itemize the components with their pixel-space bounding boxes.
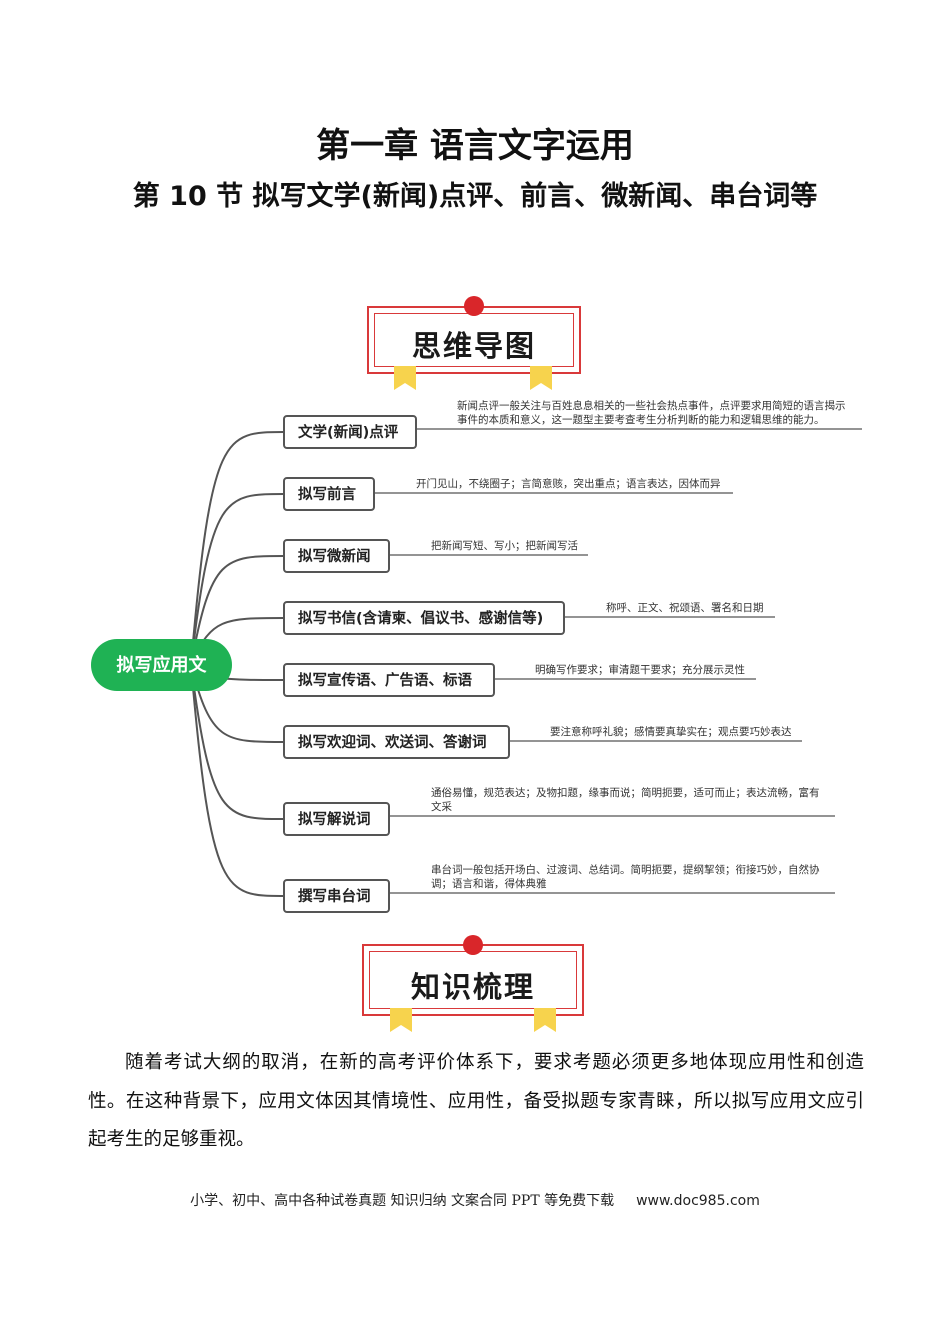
branch-node: 拟写解说词 通俗易懂，规范表达；及物扣题，缘事而说；简明扼要，适可而止；表达流畅，… (283, 786, 835, 836)
red-dot-icon (463, 935, 483, 955)
branch-description: 串台词一般包括开场白、过渡词、总结词。简明扼要，提纲挈领；衔接巧妙，自然协 (431, 863, 820, 876)
branch-connector (190, 493, 285, 666)
footer-text: 小学、初中、高中各种试卷真题 知识归纳 文案合同 PPT 等免费下载 (190, 1193, 615, 1209)
branch-description: 文采 (431, 800, 452, 813)
root-node-label: 拟写应用文 (117, 654, 208, 676)
branch-node: 拟写欢迎词、欢送词、答谢词 要注意称呼礼貌；感情要真挚实在；观点要巧妙表达 (283, 725, 802, 759)
section-title: 第 10 节 拟写文学(新闻)点评、前言、微新闻、串台词等 (132, 181, 818, 212)
branch-label: 拟写宣传语、广告语、标语 (298, 671, 472, 689)
ribbon-left-icon (394, 366, 416, 390)
branch-description: 要注意称呼礼貌；感情要真挚实在；观点要巧妙表达 (550, 725, 792, 738)
branch-description: 把新闻写短、写小；把新闻写活 (431, 539, 578, 552)
ribbon-left-icon (390, 1008, 412, 1032)
red-dot-icon (464, 296, 484, 316)
branch-connector (190, 431, 285, 666)
branch-connector (190, 555, 285, 666)
branch-label: 拟写前言 (298, 485, 356, 503)
branch-description: 事件的本质和意义，这一题型主要考查考生分析判断的能力和逻辑思维的能力。 (457, 413, 825, 426)
branch-node: 拟写微新闻 把新闻写短、写小；把新闻写活 (283, 539, 588, 573)
branch-description: 调；语言和谐，得体典雅 (431, 877, 547, 890)
chapter-title: 第一章 语言文字运用 (316, 126, 634, 166)
branch-description: 开门见山，不绕圈子；言简意赅，突出重点；语言表达，因体而异 (416, 477, 721, 490)
knowledge-banner: 知识梳理 (362, 933, 584, 1033)
branch-node: 拟写宣传语、广告语、标语 明确写作要求；审清题干要求；充分展示灵性 (283, 663, 756, 697)
page-footer: 小学、初中、高中各种试卷真题 知识归纳 文案合同 PPT 等免费下载 www.do… (0, 1190, 950, 1210)
footer-url[interactable]: www.doc985.com (636, 1193, 760, 1209)
branch-description: 明确写作要求；审清题干要求；充分展示灵性 (535, 663, 745, 676)
knowledge-banner-label: 知识梳理 (410, 970, 535, 1004)
branch-label: 拟写解说词 (298, 810, 371, 828)
branch-label: 撰写串台词 (298, 887, 371, 905)
branch-connector (190, 664, 285, 820)
branch-label: 拟写微新闻 (298, 547, 371, 565)
branch-label: 拟写书信(含请柬、倡议书、感谢信等) (298, 609, 543, 627)
root-node: 拟写应用文 (91, 639, 232, 691)
mindmap-banner: 思维导图 (367, 296, 581, 391)
branch-label: 拟写欢迎词、欢送词、答谢词 (298, 733, 487, 751)
branch-connector (190, 664, 285, 897)
intro-paragraph: 随着考试大纲的取消，在新的高考评价体系下，要求考题必须更多地体现应用性和创造性。… (88, 1052, 864, 1150)
branch-node: 撰写串台词 串台词一般包括开场白、过渡词、总结词。简明扼要，提纲挈领；衔接巧妙，自… (283, 863, 835, 913)
branch-node: 文学(新闻)点评 新闻点评一般关注与百姓息息相关的一些社会热点事件，点评要求用简短… (283, 399, 862, 449)
branch-node: 拟写前言 开门见山，不绕圈子；言简意赅，突出重点；语言表达，因体而异 (283, 477, 733, 511)
mindmap-banner-label: 思维导图 (411, 329, 536, 363)
branch-node: 拟写书信(含请柬、倡议书、感谢信等) 称呼、正文、祝颂语、署名和日期 (283, 601, 775, 635)
branch-label: 文学(新闻)点评 (298, 423, 399, 441)
ribbon-right-icon (534, 1008, 556, 1032)
ribbon-right-icon (530, 366, 552, 390)
branch-description: 新闻点评一般关注与百姓息息相关的一些社会热点事件，点评要求用简短的语言揭示 (457, 399, 846, 412)
branch-description: 称呼、正文、祝颂语、署名和日期 (606, 601, 764, 614)
branch-description: 通俗易懂，规范表达；及物扣题，缘事而说；简明扼要，适可而止；表达流畅，富有 (431, 786, 820, 799)
